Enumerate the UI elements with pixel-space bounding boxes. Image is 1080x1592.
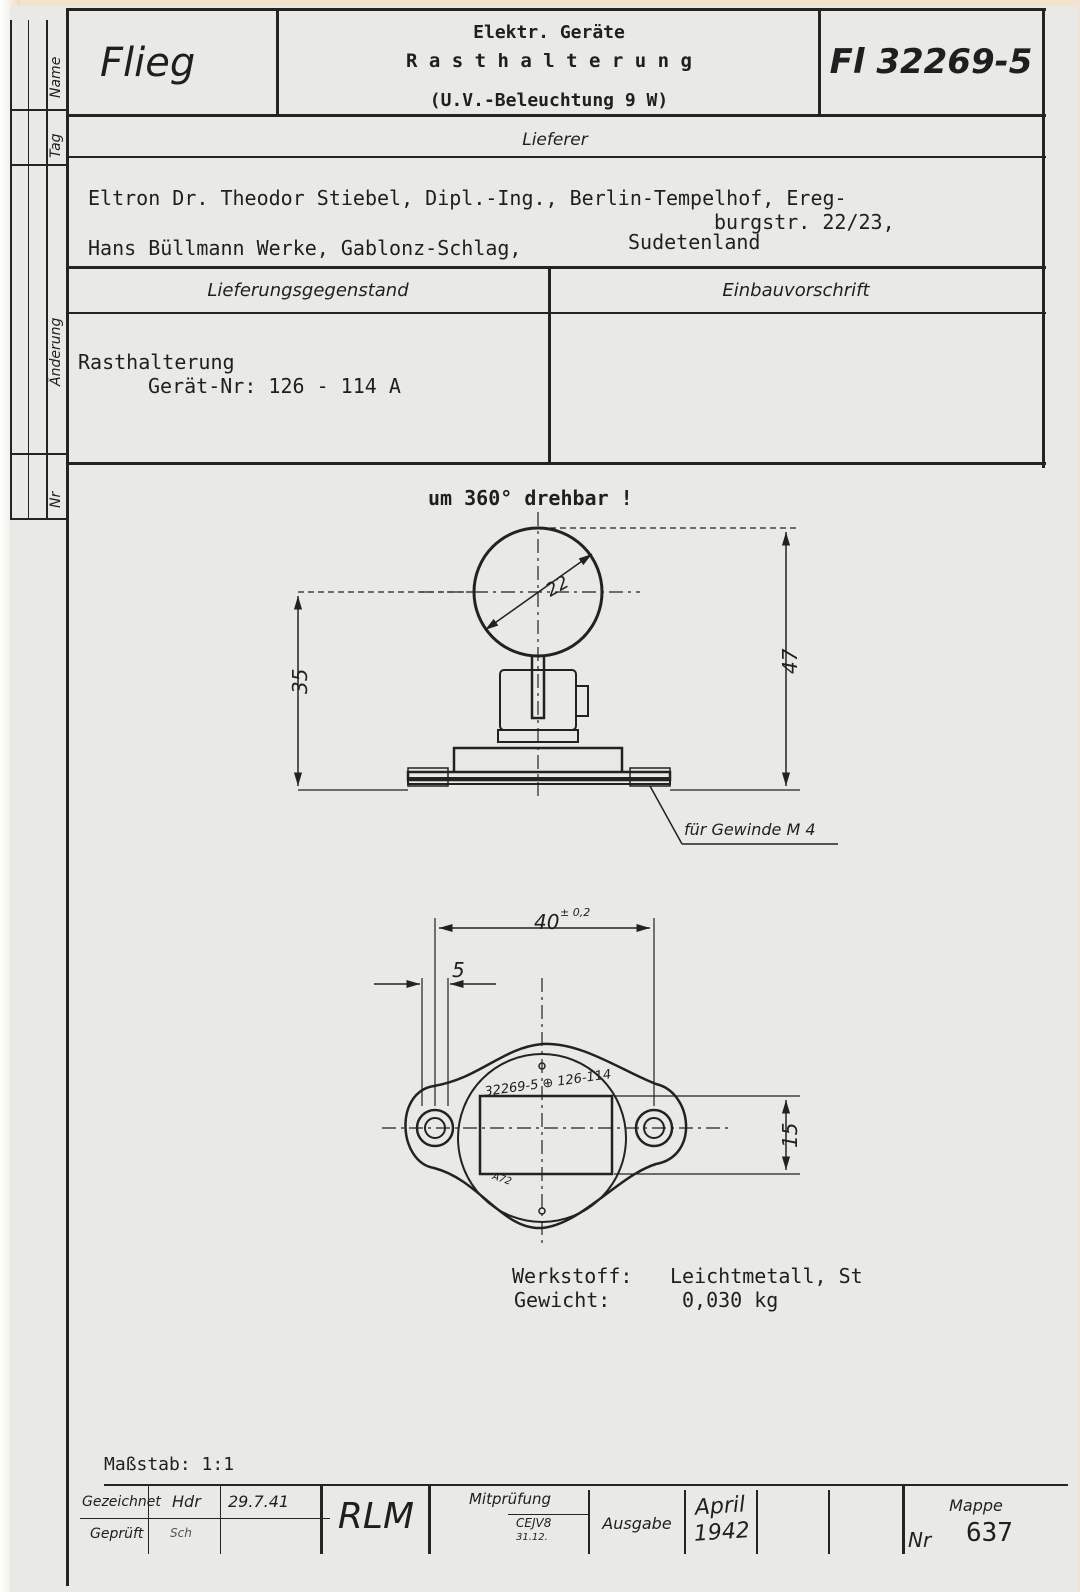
header-subtitle: (U.V.-Beleuchtung 9 W) [429,90,669,111]
dim-width-tolerance: ± 0,2 [560,906,591,919]
supplier-line-1b: burgstr. 22/23, [714,210,895,234]
footer-col [902,1486,905,1554]
thread-note: für Gewinde M 4 [684,820,816,839]
header-number: Fl 32269-5 [829,42,1033,82]
header-title: R a s t h a l t e r u n g [406,50,692,72]
footer-mid [80,1518,330,1519]
margin-line [10,453,66,455]
delivery-device-no: Gerät-Nr: 126 - 114 A [148,374,401,398]
dim-width: 40 [534,910,560,934]
footer-col [148,1484,149,1554]
material-value: Leichtmetall, St [670,1264,863,1288]
folder-label: Mappe [949,1496,1003,1515]
dim-height-left: 35 [288,668,312,694]
margin-line [10,20,12,520]
footer-col [220,1484,221,1554]
footer-col [428,1484,431,1554]
col-divider [548,266,551,464]
dim-height-right: 47 [778,648,802,674]
row-line [66,312,1046,314]
footer-col [684,1490,686,1554]
edition-label: Ausgabe [602,1514,672,1533]
checked-label: Geprüft [90,1526,144,1542]
frame-right [1042,8,1045,468]
subject-heading: Lieferungsgegenstand [207,280,409,301]
delivery-item: Rasthalterung [78,350,235,374]
drawn-label: Gezeichnet [82,1494,161,1510]
weight-label: Gewicht: [514,1288,611,1312]
frame-left [66,8,69,1586]
material-label: Werkstoff: [512,1264,633,1288]
checked-by: Sch [170,1526,192,1540]
footer-col [320,1484,323,1554]
supplier-line-1: Eltron Dr. Theodor Stiebel, Dipl.-Ing., … [88,186,847,210]
supplier-line-2b: Sudetenland [628,230,761,254]
suppliers-heading: Lieferer [522,130,588,150]
frame-top [66,8,1046,11]
cocheck-value: CEJV8 [516,1516,552,1530]
cocheck-date: 31.12. [516,1532,548,1543]
margin-line [46,20,48,520]
rotation-note: um 360° drehbar ! [428,486,633,510]
header-divider [276,8,279,116]
footer-col [756,1490,758,1554]
header-category: Elektr. Geräte [473,22,625,43]
margin-line [10,164,66,166]
technical-drawing [293,512,838,1246]
scale: Maßstab: 1:1 [104,1454,235,1475]
folder-nr-label: Nr [908,1528,932,1552]
margin-line [28,20,29,520]
drawn-by: Hdr [172,1492,201,1511]
dim-small: 15 [778,1122,802,1148]
edition-value: April 1942 [693,1492,751,1547]
footer-col [828,1490,830,1554]
footer-mid [508,1514,588,1515]
margin-line [10,518,66,520]
margin-line [10,109,66,111]
header-name: Flieg [100,40,196,86]
cocheck-label: Mitprüfung [468,1490,551,1508]
weight-value: 0,030 kg [682,1288,779,1312]
row-line [66,462,1046,465]
drawing-sheet: Name Tag Änderung Nr Flieg Elektr. Gerät… [10,6,1078,1592]
footer-col [588,1490,590,1554]
header-bottom-line [66,114,1046,117]
install-heading: Einbauvorschrift [722,280,870,301]
folder-number: 637 [966,1518,1013,1548]
row-line [66,156,1046,158]
footer-top [104,1484,1068,1486]
header-divider [818,8,821,116]
org-stamp: RLM [337,1496,415,1537]
supplier-line-2: Hans Büllmann Werke, Gablonz-Schlag, [88,236,522,260]
row-line [66,266,1046,269]
dim-offset: 5 [452,958,465,982]
drawn-date: 29.7.41 [228,1492,290,1511]
